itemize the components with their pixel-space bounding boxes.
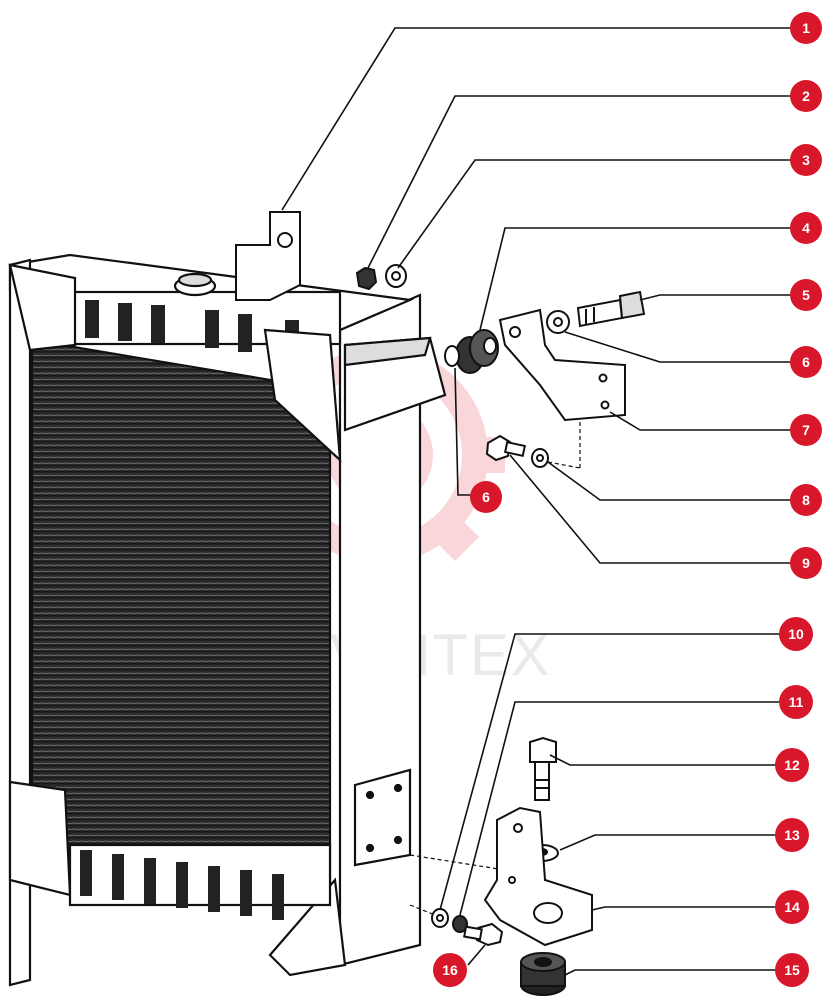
leader-16 bbox=[467, 944, 486, 966]
callout-label: 16 bbox=[442, 962, 458, 978]
callout-label: 11 bbox=[789, 694, 804, 710]
part-washer-6-small bbox=[444, 345, 460, 367]
part-washer-11 bbox=[452, 915, 468, 933]
callout-circle bbox=[790, 547, 822, 579]
callout-4: 4 bbox=[790, 212, 822, 244]
callout-7: 7 bbox=[790, 414, 822, 446]
part-washer-8 bbox=[531, 448, 549, 468]
callout-label: 7 bbox=[802, 422, 810, 438]
exploded-parts bbox=[235, 211, 646, 996]
callout-label: 9 bbox=[802, 555, 810, 571]
leader-3 bbox=[397, 159, 800, 269]
callout-11: 11 bbox=[779, 685, 813, 719]
leader-6 bbox=[564, 331, 800, 363]
callout-15: 15 bbox=[775, 953, 809, 987]
leader-10 bbox=[439, 633, 800, 911]
callout-label: 2 bbox=[802, 88, 810, 104]
callout-14: 14 bbox=[775, 890, 809, 924]
callout-13: 13 bbox=[775, 818, 809, 852]
leader-14 bbox=[591, 906, 800, 911]
callout-17: 6 bbox=[470, 481, 502, 513]
callout-label: 4 bbox=[802, 220, 810, 236]
callout-circle bbox=[775, 818, 809, 852]
part-washer-10 bbox=[431, 908, 449, 928]
callout-circle bbox=[775, 748, 809, 782]
callout-2: 2 bbox=[790, 80, 822, 112]
callout-label: 14 bbox=[784, 899, 800, 915]
callout-circle bbox=[790, 484, 822, 516]
radiator-core bbox=[30, 338, 332, 907]
callout-label: 5 bbox=[802, 287, 810, 303]
part-washer-3 bbox=[385, 264, 407, 288]
callout-label: 10 bbox=[788, 626, 804, 642]
leader-4 bbox=[479, 227, 800, 331]
leader-lines bbox=[281, 27, 800, 976]
callout-1: 1 bbox=[790, 12, 822, 44]
callout-label: 12 bbox=[784, 757, 800, 773]
callout-16: 16 bbox=[433, 953, 467, 987]
callout-8: 8 bbox=[790, 484, 822, 516]
part-side-bracket bbox=[498, 308, 626, 422]
side-mount-plate bbox=[353, 768, 412, 867]
leader-2 bbox=[367, 95, 800, 269]
callout-circle bbox=[790, 12, 822, 44]
part-nut bbox=[355, 266, 378, 291]
callout-9: 9 bbox=[790, 547, 822, 579]
callout-circle bbox=[790, 414, 822, 446]
callout-label: 13 bbox=[784, 827, 800, 843]
callout-circle bbox=[775, 890, 809, 924]
radiator bbox=[8, 253, 447, 987]
leader-5 bbox=[639, 294, 800, 301]
leader-8 bbox=[547, 461, 800, 501]
callout-circle bbox=[470, 481, 502, 513]
part-washer-6 bbox=[546, 310, 570, 334]
leader-13 bbox=[559, 834, 800, 851]
callout-circle bbox=[779, 617, 813, 651]
leader-15 bbox=[564, 969, 800, 976]
leader-12 bbox=[549, 754, 800, 766]
callout-circle bbox=[790, 346, 822, 378]
assembly-guide-lines bbox=[409, 420, 581, 916]
callout-label: 15 bbox=[784, 962, 800, 978]
callout-label: 6 bbox=[802, 354, 810, 370]
callout-label: 1 bbox=[802, 20, 810, 36]
part-bolt-9 bbox=[485, 434, 527, 462]
callout-circle bbox=[433, 953, 467, 987]
callout-label: 3 bbox=[802, 152, 810, 168]
callout-circle bbox=[790, 212, 822, 244]
callout-6: 6 bbox=[790, 346, 822, 378]
callout-label: 6 bbox=[482, 489, 490, 505]
part-bolt-5 bbox=[576, 290, 646, 328]
part-bolt-12 bbox=[529, 736, 557, 801]
callout-12: 12 bbox=[775, 748, 809, 782]
part-lower-support-bracket bbox=[483, 806, 593, 947]
corner-gusset-bottom-left bbox=[8, 780, 72, 897]
leader-7 bbox=[609, 411, 800, 431]
callout-circle bbox=[790, 80, 822, 112]
part-bolt-16 bbox=[463, 922, 504, 947]
callout-circle bbox=[775, 953, 809, 987]
leader-1 bbox=[281, 27, 800, 211]
part-rubber-bushing bbox=[455, 329, 499, 374]
leader-11 bbox=[459, 701, 800, 916]
callout-label: 8 bbox=[802, 492, 810, 508]
corner-gusset-top-right bbox=[263, 328, 342, 463]
callout-circle bbox=[779, 685, 813, 719]
callout-10: 10 bbox=[779, 617, 813, 651]
callout-circle bbox=[790, 279, 822, 311]
callout-5: 5 bbox=[790, 279, 822, 311]
radiator-bottom-grille bbox=[68, 843, 332, 920]
part-upper-bracket bbox=[235, 211, 301, 301]
corner-gusset-top-left bbox=[8, 263, 77, 352]
leader-9 bbox=[509, 454, 800, 564]
callout-3: 3 bbox=[790, 144, 822, 176]
callout-circle bbox=[790, 144, 822, 176]
part-rubber-mount bbox=[520, 952, 566, 996]
